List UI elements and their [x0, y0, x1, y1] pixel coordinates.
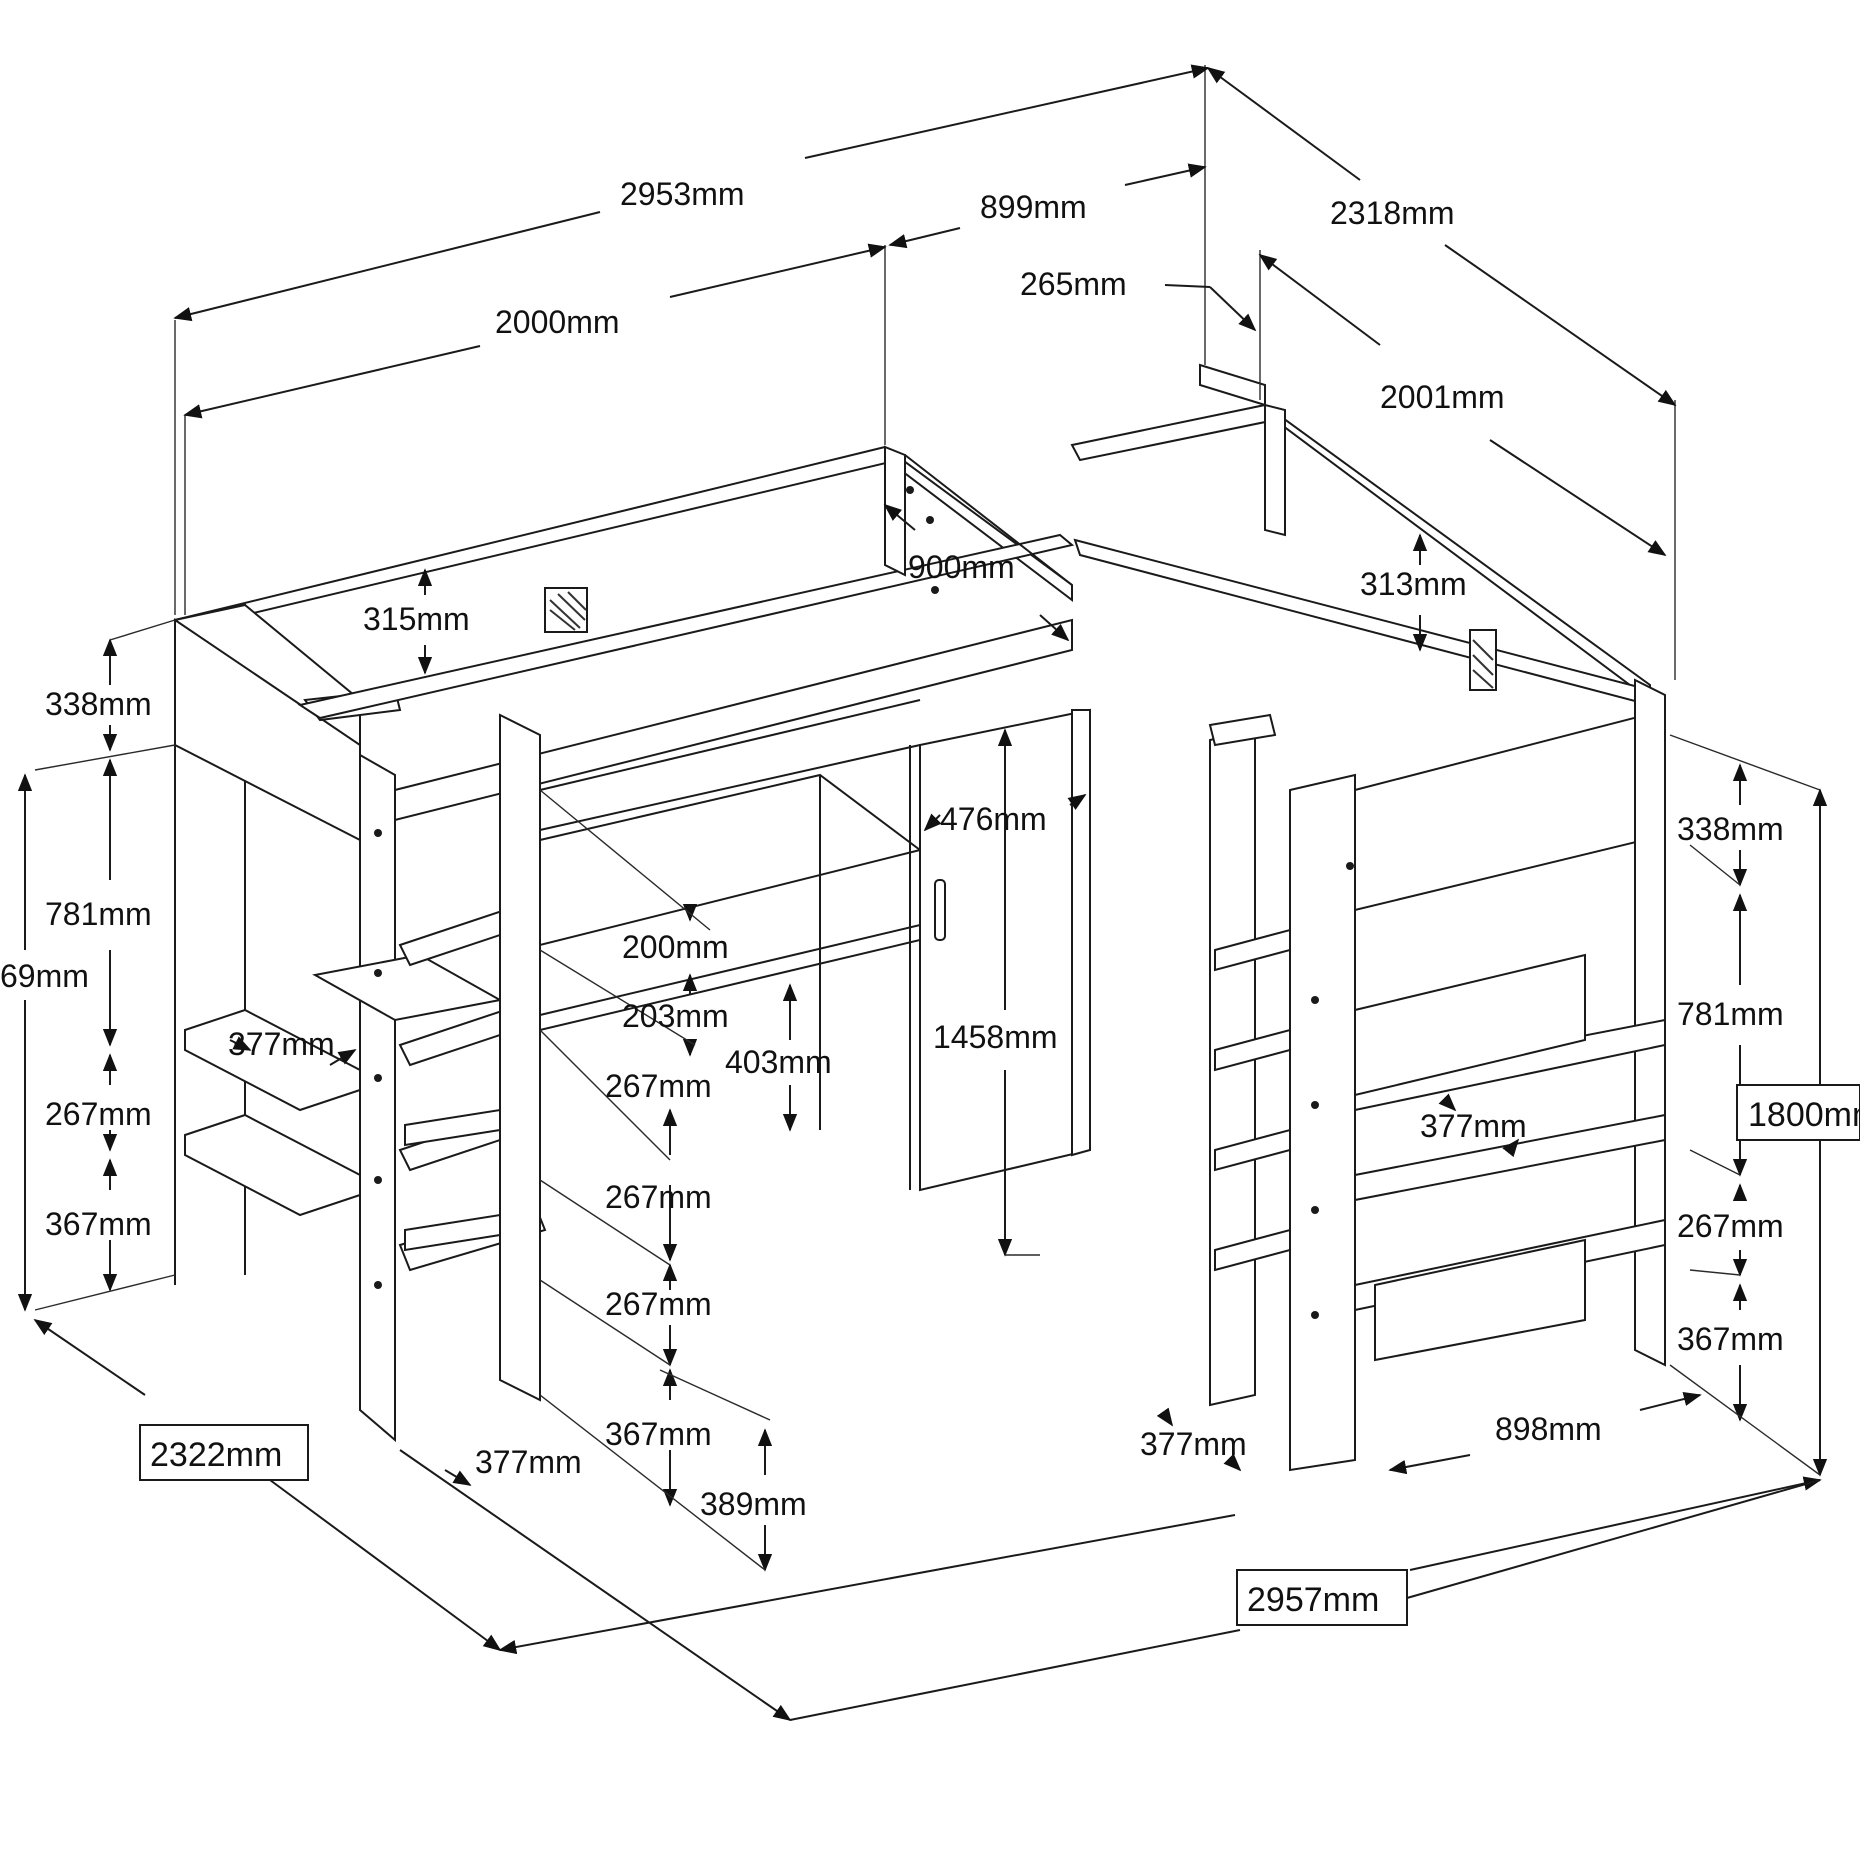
label-front-shelf-depth: 377mm [475, 1444, 582, 1480]
boxed-label-right-total-height: 1800mm [1736, 1084, 1860, 1141]
right-bed-top-rail [1070, 403, 1651, 702]
furniture-drawing [174, 363, 1666, 1472]
label-right-headboard: 338mm [1677, 811, 1784, 847]
right-ladder-step-1 [1214, 928, 1291, 972]
label-center-leg: 389mm [700, 1486, 807, 1522]
right-ladder-step-2 [1214, 1028, 1291, 1072]
boxed-label-bottom-left-depth: 2322mm [139, 1424, 309, 1481]
center-left-post [499, 713, 541, 1402]
left-bed-top-rail [174, 445, 1073, 621]
label-left-total-height: 69mm [0, 958, 89, 994]
right-ladder-step-4 [1214, 1228, 1291, 1272]
label-right-shelf-depth: 377mm [1420, 1108, 1527, 1144]
desk-shelf-edge [539, 699, 921, 791]
label-right-shelf-width: 898mm [1495, 1411, 1602, 1447]
label-bottom-total-length: 2957mm [1247, 1581, 1379, 1619]
center-right-post-cap [1208, 713, 1277, 747]
label-right-bottom: 367mm [1677, 1321, 1784, 1357]
label-top-total-length: 2953mm [620, 176, 745, 212]
label-desk-gap: 203mm [622, 998, 729, 1034]
wardrobe-handle [934, 879, 946, 941]
vent-left [544, 587, 588, 633]
right-ladder-step-3 [1214, 1128, 1291, 1172]
vent-right [1469, 629, 1497, 691]
left-front-post [359, 753, 396, 1443]
right-front-post [1289, 773, 1356, 1472]
label-center-bottom: 367mm [605, 1416, 712, 1452]
dimension-labels: 2953mm 2000mm 899mm 2318mm 265mm 2001mm … [0, 176, 1860, 1626]
label-guard-rail-left: 315mm [363, 601, 470, 637]
label-mid-module-width: 900mm [908, 549, 1015, 585]
right-headboard-panel [1354, 708, 1666, 912]
label-bottom-left-depth: 2322mm [150, 1436, 282, 1474]
middle-module-post [884, 445, 906, 577]
label-right-front-shelf-depth: 377mm [1140, 1426, 1247, 1462]
desk-upper [539, 773, 923, 947]
label-right-shelf-gap: 267mm [1677, 1208, 1784, 1244]
label-center-shelf-2: 267mm [605, 1179, 712, 1215]
left-guard-rail [297, 533, 1075, 720]
label-left-bottom: 367mm [45, 1206, 152, 1242]
dimension-lines [17, 64, 1828, 1722]
right-bed-back-cap [1199, 363, 1266, 407]
boxed-label-bottom-total-length: 2957mm [1236, 1569, 1408, 1626]
left-desk-surface [312, 953, 503, 1022]
label-center-shelf-3: 267mm [605, 1286, 712, 1322]
label-left-shelf-gap: 267mm [45, 1096, 152, 1132]
label-left-headboard: 338mm [45, 686, 152, 722]
wardrobe-top-edge [539, 744, 921, 831]
label-center-shelf-1: 267mm [605, 1068, 712, 1104]
label-wardrobe-depth: 476mm [940, 801, 1047, 837]
label-guard-rail-right: 313mm [1360, 566, 1467, 602]
label-left-shelf-depth: 377mm [228, 1026, 335, 1062]
label-wardrobe-height: 1458mm [933, 1019, 1058, 1055]
label-right-bed-length: 2001mm [1380, 379, 1505, 415]
middle-module-diag [904, 454, 1073, 586]
right-shelf-2 [1354, 1113, 1666, 1202]
label-top-left-bed-length: 2000mm [495, 304, 620, 340]
label-top-right-depth: 2318mm [1330, 195, 1455, 231]
left-shelf-1 [184, 1008, 361, 1112]
label-top-right-offset: 265mm [1020, 266, 1127, 302]
label-right-total-height: 1800mm [1748, 1096, 1860, 1134]
right-bottom-drawer [1374, 1238, 1586, 1362]
right-bed-back-post [1264, 403, 1286, 537]
label-desk-gap-upper: 200mm [622, 929, 729, 965]
bolt-holes [374, 486, 1354, 1319]
wardrobe-side [1071, 709, 1091, 1157]
left-bed-side-rail [394, 618, 1073, 822]
label-top-middle-width: 899mm [980, 189, 1087, 225]
right-desk-top [1354, 953, 1586, 1097]
label-desk-height: 403mm [725, 1044, 832, 1080]
label-right-under-bed: 781mm [1677, 996, 1784, 1032]
label-left-under-bed: 781mm [45, 896, 152, 932]
desk-top [539, 923, 921, 1032]
left-shelf-2 [184, 1113, 361, 1217]
